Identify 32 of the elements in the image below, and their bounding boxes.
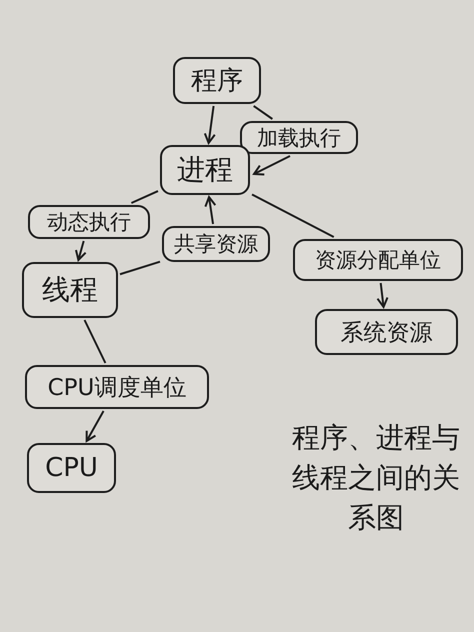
box-label: CPU调度单位: [48, 374, 186, 402]
connector-line: [252, 194, 334, 238]
arrow: [204, 196, 216, 224]
arrow: [253, 155, 290, 176]
box-label: 线程: [42, 272, 98, 308]
rounded-box: [25, 365, 209, 409]
arrow: [204, 106, 216, 144]
box-label: 动态执行: [47, 209, 131, 236]
rounded-box: [22, 262, 118, 318]
rounded-box: [28, 205, 150, 239]
connector-line: [253, 105, 273, 120]
rounded-box: [315, 309, 458, 355]
box-label: CPU: [45, 453, 98, 483]
rounded-box: [160, 145, 250, 195]
rounded-box: [173, 57, 261, 104]
box-label: 共享资源: [174, 231, 258, 258]
connector-line: [120, 260, 160, 276]
arrow: [75, 240, 87, 261]
arrow: [376, 282, 388, 308]
connector-line: [84, 320, 106, 364]
rounded-box: [293, 239, 463, 281]
box-label: 程序: [191, 65, 243, 98]
box-label: 系统资源: [340, 318, 432, 348]
connector-line: [130, 190, 158, 204]
box-label: 加载执行: [257, 124, 341, 152]
box-label: 资源分配单位: [315, 247, 441, 274]
arrow: [86, 410, 104, 442]
caption: 程序、进程与线程之间的关系图: [291, 420, 461, 536]
rounded-box: [162, 226, 270, 262]
box-label: 进程: [177, 152, 233, 188]
rounded-box: [240, 121, 358, 154]
rounded-box: [27, 443, 116, 493]
